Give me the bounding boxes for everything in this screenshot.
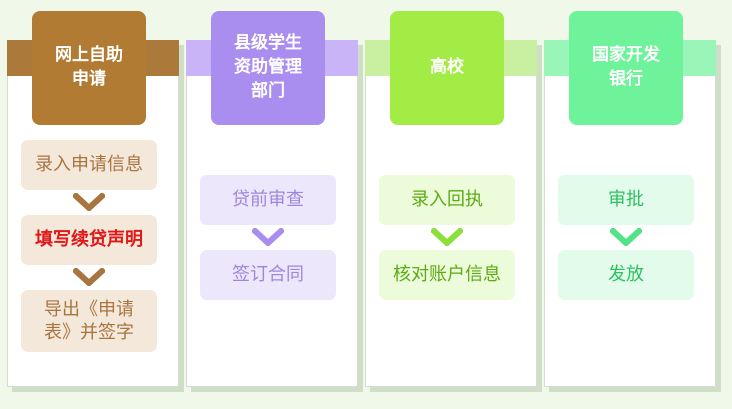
- column-header: 国家开发银行: [569, 11, 683, 125]
- step-1: 贷前审查: [200, 175, 336, 225]
- step-1: 审批: [558, 175, 694, 225]
- column-online-application: 网上自助申请 录入申请信息 填写续贷声明 导出《申请表》并签字: [7, 0, 179, 409]
- column-county-aid-office: 县级学生资助管理部门 贷前审查 签订合同: [186, 0, 358, 409]
- chevron-down-icon: [610, 228, 642, 246]
- step-2: 签订合同: [200, 250, 336, 300]
- step-2: 发放: [558, 250, 694, 300]
- step-2: 核对账户信息: [379, 250, 515, 300]
- chevron-down-icon: [73, 268, 105, 286]
- step-1: 录入回执: [379, 175, 515, 225]
- chevron-down-icon: [73, 193, 105, 211]
- column-header: 高校: [390, 11, 504, 125]
- chevron-down-icon: [431, 228, 463, 246]
- column-header: 县级学生资助管理部门: [211, 11, 325, 125]
- step-2: 填写续贷声明: [21, 215, 157, 265]
- column-development-bank: 国家开发银行 审批 发放: [544, 0, 716, 409]
- chevron-down-icon: [252, 228, 284, 246]
- column-university: 高校 录入回执 核对账户信息: [365, 0, 537, 409]
- step-3: 导出《申请表》并签字: [21, 290, 157, 352]
- column-header: 网上自助申请: [32, 11, 146, 125]
- step-1: 录入申请信息: [21, 140, 157, 190]
